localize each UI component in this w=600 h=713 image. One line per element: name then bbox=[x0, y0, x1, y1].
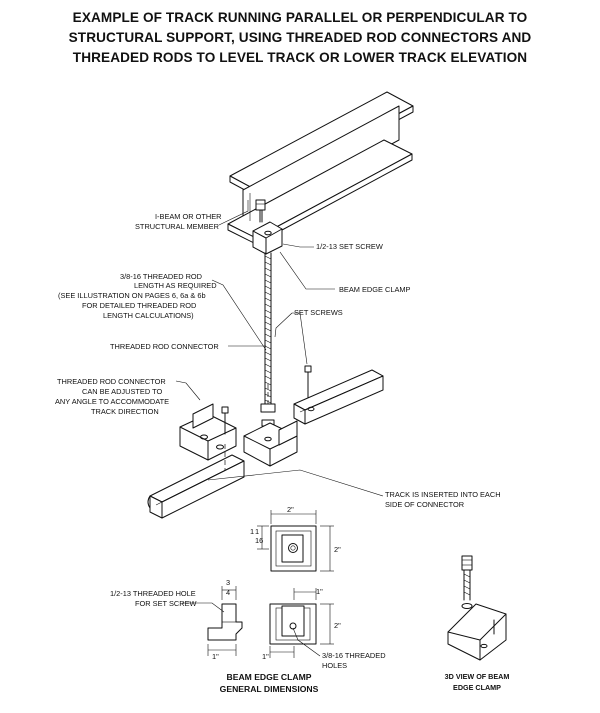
dim-top-height: 2" bbox=[334, 545, 341, 554]
rod-label-4: FOR DETAILED THREADED ROD bbox=[82, 301, 196, 310]
beam-edge-clamp-installed bbox=[252, 221, 283, 255]
dim-top-side-whole: 1 bbox=[250, 527, 254, 536]
track-label-2: SIDE OF CONNECTOR bbox=[385, 500, 464, 509]
clamp-top-view bbox=[257, 510, 334, 572]
threaded-rod bbox=[260, 252, 276, 427]
title-line-2: STRUCTURAL SUPPORT, USING THREADED ROD C… bbox=[68, 30, 532, 45]
adjust-label-2: CAN BE ADJUSTED TO bbox=[82, 387, 162, 396]
i-beam bbox=[227, 91, 414, 245]
dim-front-height: 2" bbox=[334, 621, 341, 630]
dim-front-bottom: 1" bbox=[262, 652, 269, 661]
dim-top-side-den: 16 bbox=[255, 536, 263, 545]
caption-3d-2: EDGE CLAMP bbox=[453, 683, 501, 692]
caption-general-1: BEAM EDGE CLAMP bbox=[227, 672, 312, 682]
rod-label-3: (SEE ILLUSTRATION ON PAGES 6, 6a & 6b bbox=[58, 291, 206, 300]
title-line-1: EXAMPLE OF TRACK RUNNING PARALLEL OR PER… bbox=[72, 10, 528, 25]
threaded-hole-label-2: FOR SET SCREW bbox=[135, 599, 196, 608]
threaded-rod-connector-label: THREADED ROD CONNECTOR bbox=[110, 342, 219, 351]
threaded-rod-connector-right bbox=[243, 420, 298, 467]
track-label-1: TRACK IS INSERTED INTO EACH bbox=[385, 490, 501, 499]
rod-label-2: LENGTH AS REQUIRED bbox=[134, 281, 217, 290]
dim-top-width: 2" bbox=[287, 505, 294, 514]
set-screw-top bbox=[255, 199, 266, 223]
adjust-label-3: ANY ANGLE TO ACCOMMODATE bbox=[55, 397, 169, 406]
caption-general-2: GENERAL DIMENSIONS bbox=[220, 684, 319, 694]
threaded-rod-connector-left bbox=[179, 403, 237, 461]
clamp-side-view bbox=[207, 586, 243, 656]
set-screws-label: SET SCREWS bbox=[294, 308, 343, 317]
adjust-label-4: TRACK DIRECTION bbox=[91, 407, 159, 416]
track-left bbox=[147, 454, 245, 519]
rod-label-1: 3/8-16 THREADED ROD bbox=[120, 272, 202, 281]
set-screw-right bbox=[304, 365, 312, 399]
dim-front-top: 1" bbox=[316, 587, 323, 596]
dim-side-depth-den: 4 bbox=[226, 588, 230, 597]
dim-top-side-num: 1 bbox=[255, 527, 259, 536]
page-title: EXAMPLE OF TRACK RUNNING PARALLEL OR PER… bbox=[0, 8, 600, 68]
beam-edge-clamp-label: BEAM EDGE CLAMP bbox=[339, 285, 411, 294]
set-screw-label: 1/2-13 SET SCREW bbox=[316, 242, 383, 251]
threaded-holes-label-2: HOLES bbox=[322, 661, 347, 670]
dim-side-depth-num: 3 bbox=[226, 578, 230, 587]
dim-side-bottom: 1" bbox=[212, 652, 219, 661]
threaded-hole-label-1: 1/2-13 THREADED HOLE bbox=[110, 589, 196, 598]
leader-lines bbox=[175, 200, 384, 497]
caption-3d-1: 3D VIEW OF BEAM bbox=[445, 672, 510, 681]
threaded-holes-label-1: 3/8-16 THREADED bbox=[322, 651, 386, 660]
clamp-front-view bbox=[269, 588, 334, 658]
title-line-3: THREADED RODS TO LEVEL TRACK OR LOWER TR… bbox=[72, 50, 528, 65]
ibeam-label-1: I-BEAM OR OTHER bbox=[155, 212, 222, 221]
track-right bbox=[293, 369, 384, 425]
adjust-label-1: THREADED ROD CONNECTOR bbox=[57, 377, 166, 386]
ibeam-label-2: STRUCTURAL MEMBER bbox=[135, 222, 219, 231]
clamp-3d-view bbox=[447, 555, 507, 661]
set-screw-left bbox=[221, 406, 229, 435]
rod-label-5: LENGTH CALCULATIONS) bbox=[103, 311, 194, 320]
